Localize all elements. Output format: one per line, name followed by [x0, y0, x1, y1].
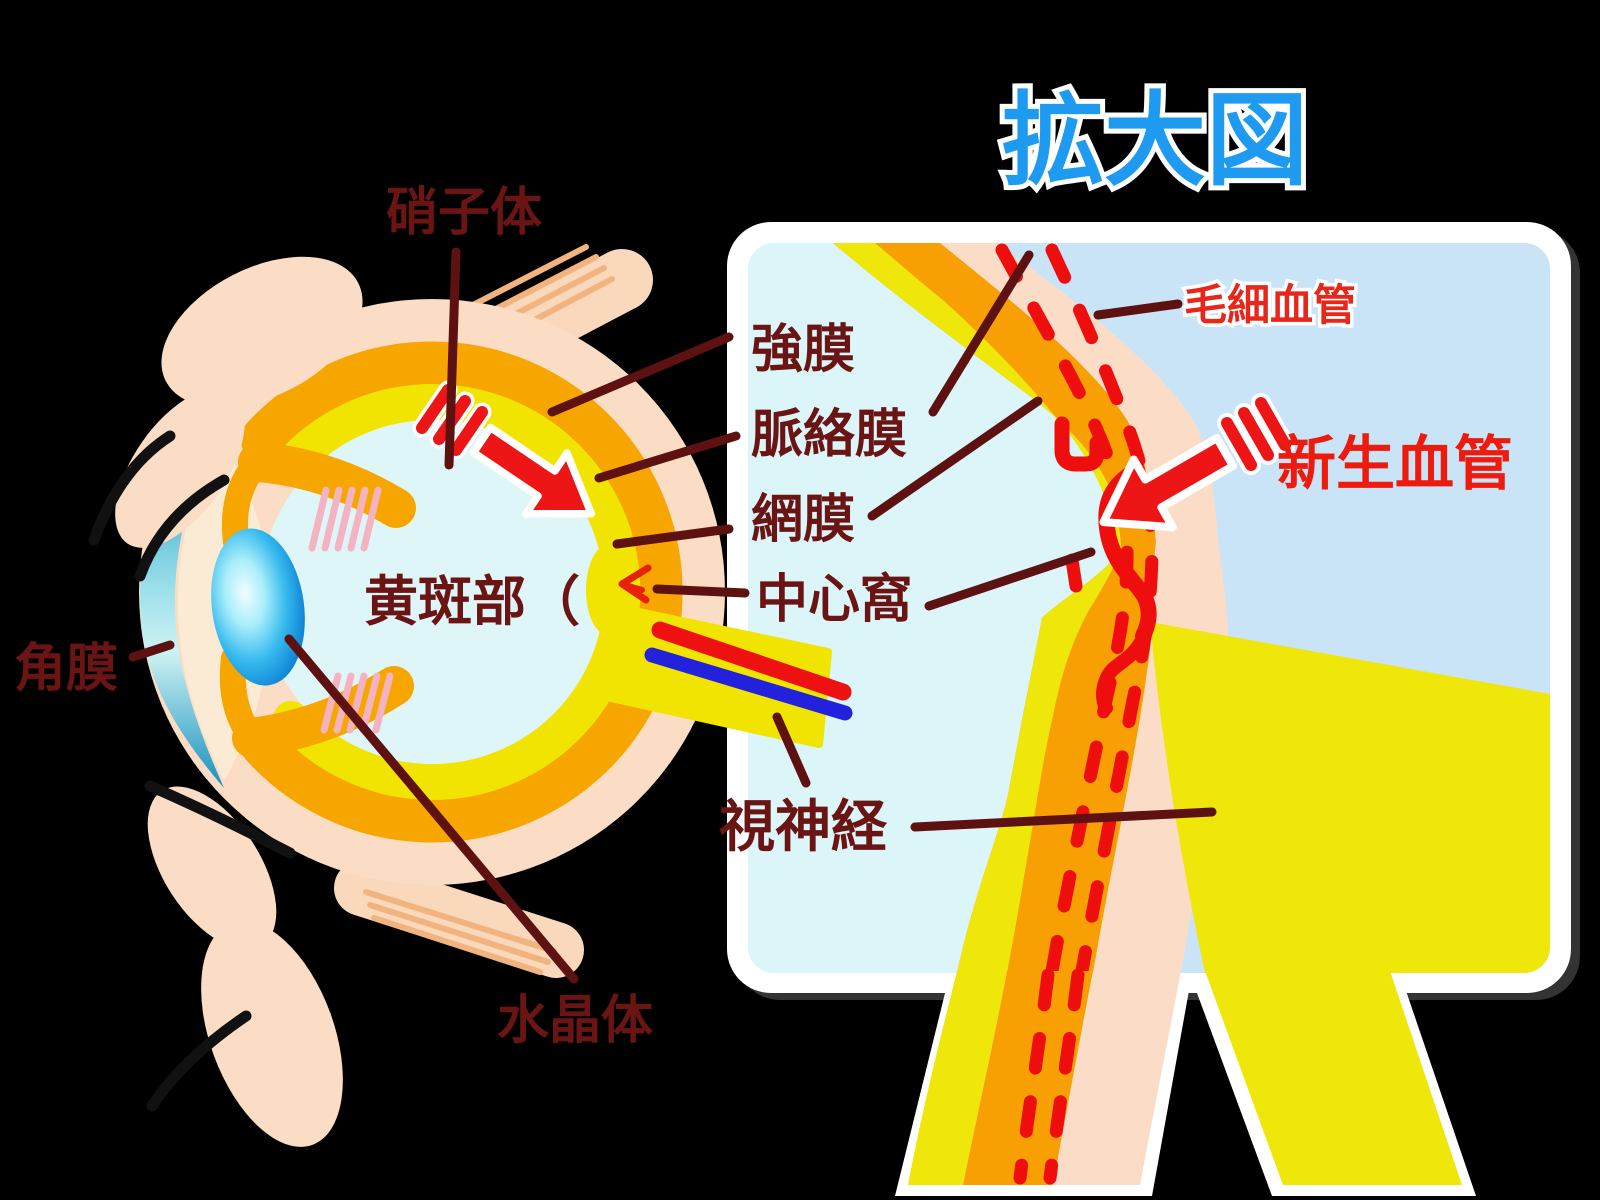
- label-retina: 網膜: [751, 491, 855, 549]
- label-vitreous: 硝子体: [386, 184, 542, 242]
- label-sclera: 強膜: [751, 321, 855, 379]
- panel-sclera-band: [940, 243, 1229, 973]
- eye-cross-section: [88, 244, 853, 1147]
- leader-vitreous: [444, 247, 461, 470]
- panel-choroid-band: [833, 243, 1156, 973]
- label-capillary: 毛細血管: [1184, 282, 1356, 330]
- capillary-dashed-vessels: [995, 243, 1159, 973]
- panel-retina-band: [833, 243, 1121, 973]
- leader-optic-nerve-left: [772, 712, 811, 788]
- leader-retina-right: [867, 396, 1043, 521]
- label-optic-nerve: 視神経: [719, 795, 888, 858]
- leader-cornea: [128, 640, 175, 662]
- magnified-view-panel: [727, 222, 1580, 1196]
- optic-nerve-wedge-extension: [1194, 971, 1476, 1196]
- label-fovea: 中心窩: [756, 570, 912, 629]
- leader-fovea-left: [652, 584, 750, 598]
- leader-lens: [284, 634, 579, 984]
- lower-eyelid: [147, 786, 343, 1147]
- leader-capillary: [1093, 299, 1183, 320]
- fovea-mark-icon: [618, 564, 652, 604]
- label-lens: 水晶体: [497, 992, 653, 1050]
- leader-choroid-left: [594, 431, 741, 483]
- central-retinal-vein: [644, 647, 853, 721]
- panel-title: 拡大図: [1002, 84, 1308, 198]
- leader-sclera-left: [547, 332, 734, 417]
- label-choroid: 脈絡膜: [751, 406, 907, 464]
- eyelashes: [88, 430, 296, 1112]
- leader-lines: [128, 247, 1217, 984]
- leader-choroid-right: [928, 250, 1034, 417]
- new-blood-vessels: [1054, 416, 1157, 715]
- central-retinal-artery: [651, 621, 852, 701]
- label-macula: 黄斑部（: [364, 572, 580, 632]
- new-vessel-arrow-icon: [1099, 393, 1295, 532]
- leader-retina-left: [612, 524, 734, 549]
- optic-nerve-band: [607, 604, 853, 748]
- lens: [211, 528, 305, 686]
- eye-wall-extension: [895, 968, 1190, 1196]
- label-new-vessels: 新生血管: [1277, 431, 1513, 497]
- label-cornea: 角膜: [14, 640, 118, 698]
- upper-eyelid: [115, 256, 363, 548]
- panel-optic-nerve-wedge: [1150, 622, 1550, 973]
- macula-arrow-icon: [412, 380, 596, 518]
- inferior-muscle: [334, 860, 584, 978]
- leader-optic-nerve-right: [910, 807, 1217, 832]
- leader-fovea-right: [924, 547, 1096, 611]
